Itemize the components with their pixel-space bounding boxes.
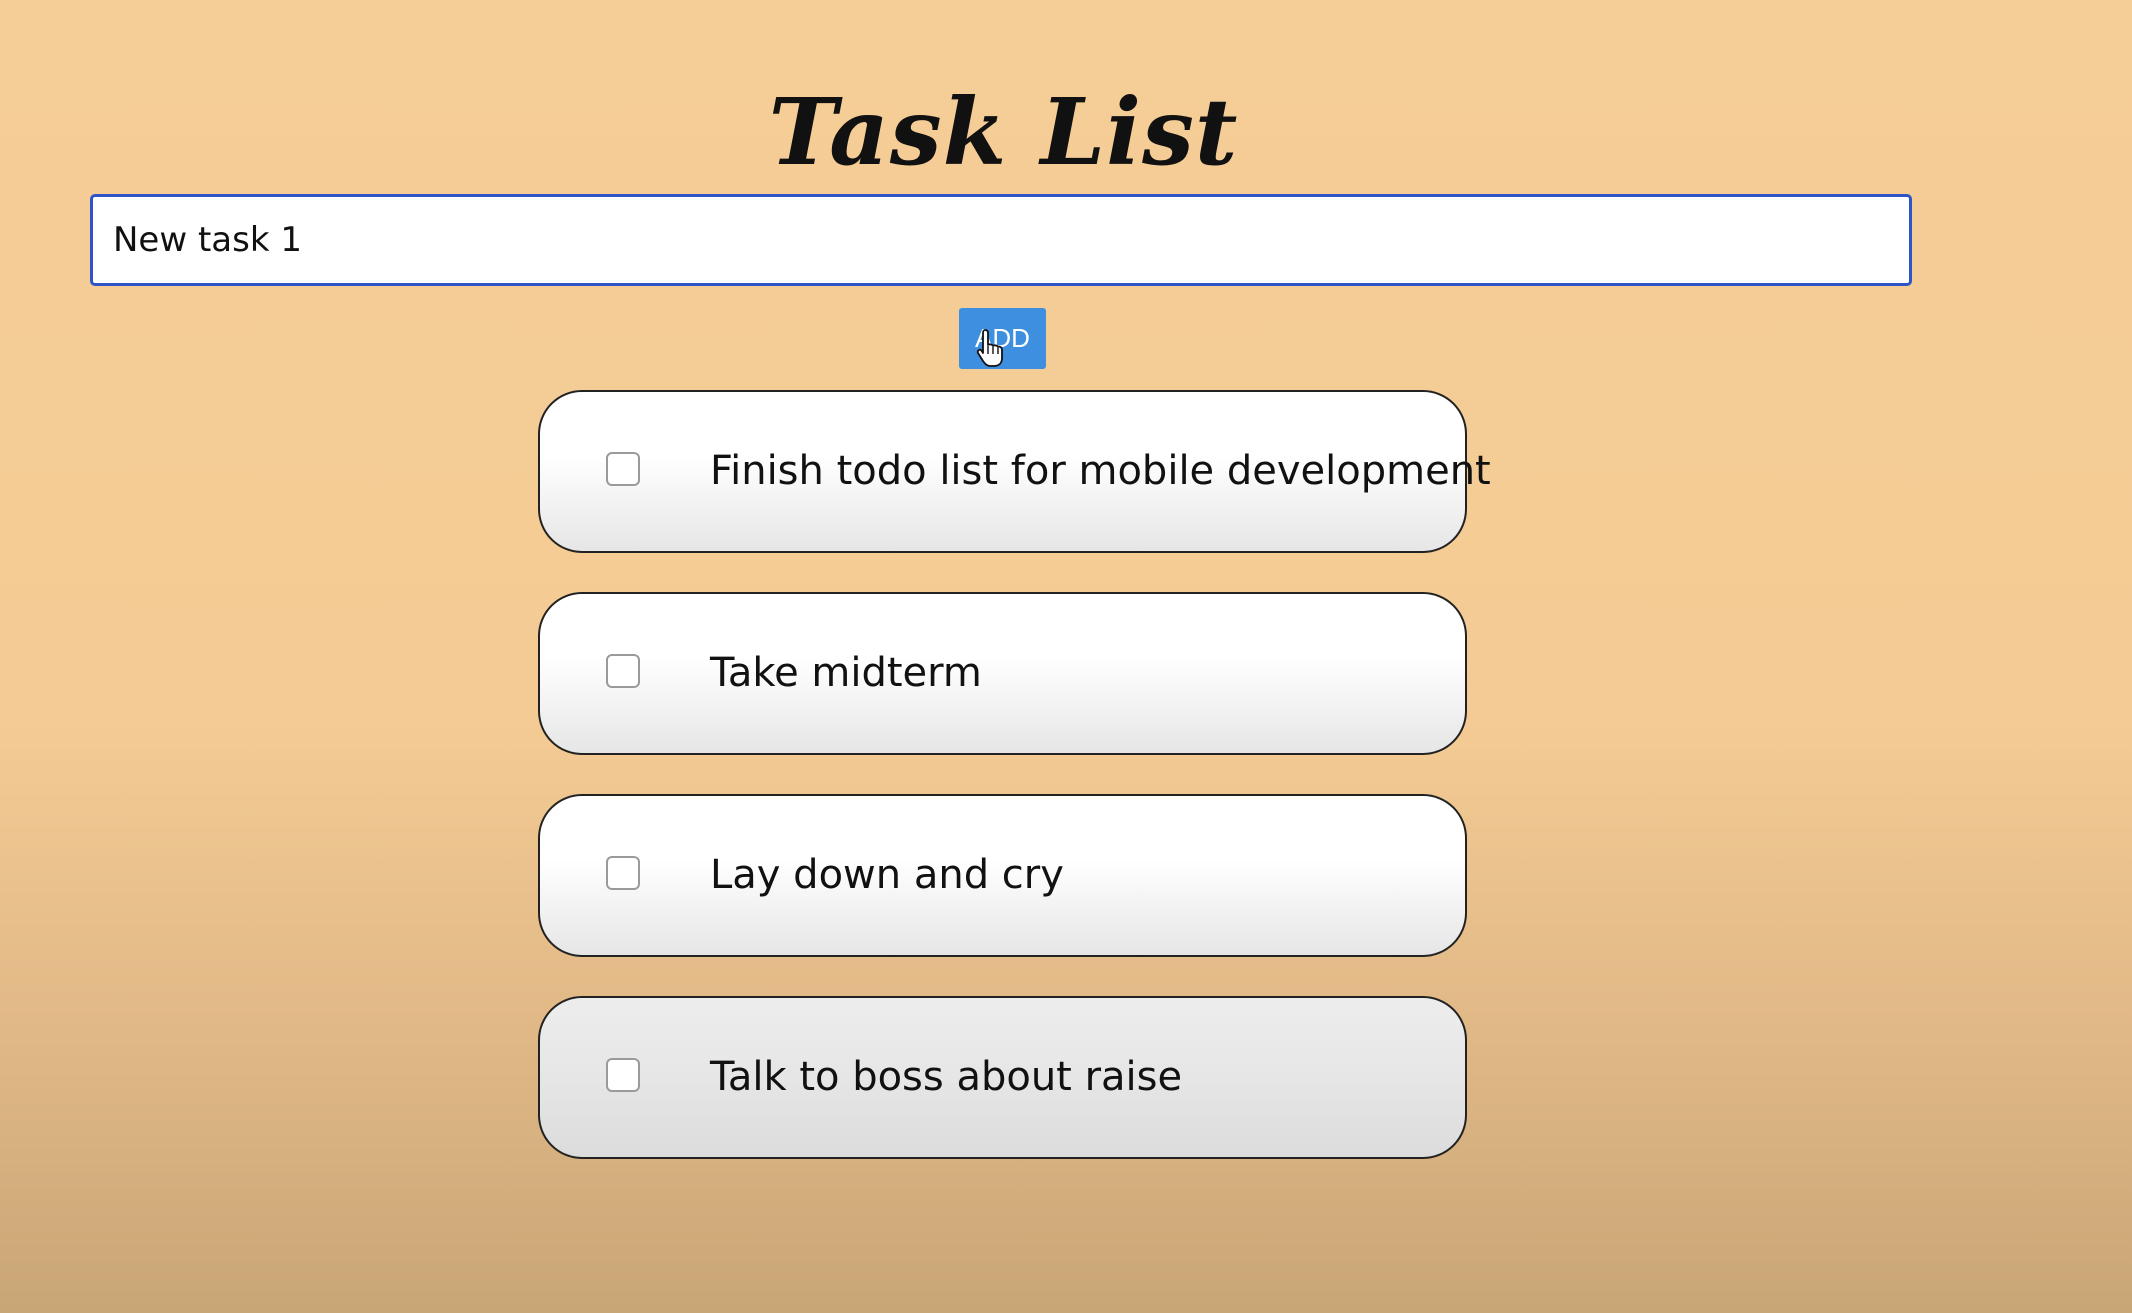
task-label: Finish todo list for mobile development <box>710 448 1491 494</box>
task-checkbox[interactable] <box>606 856 640 890</box>
page-title: Task List <box>768 77 1239 186</box>
task-item: Finish todo list for mobile development <box>538 390 1491 553</box>
add-task-button[interactable]: ADD <box>959 308 1046 369</box>
task-label: Take midterm <box>710 650 982 696</box>
task-item: Take midterm <box>538 592 1467 755</box>
task-label: Lay down and cry <box>710 852 1064 898</box>
task-checkbox[interactable] <box>606 452 640 486</box>
task-checkbox[interactable] <box>606 1058 640 1092</box>
task-item: Lay down and cry <box>538 794 1467 957</box>
new-task-input[interactable] <box>90 194 1912 286</box>
task-label: Talk to boss about raise <box>710 1054 1183 1100</box>
task-checkbox[interactable] <box>606 654 640 688</box>
task-item: Talk to boss about raise <box>538 996 1467 1159</box>
task-list: Finish todo list for mobile development … <box>538 390 1491 1198</box>
